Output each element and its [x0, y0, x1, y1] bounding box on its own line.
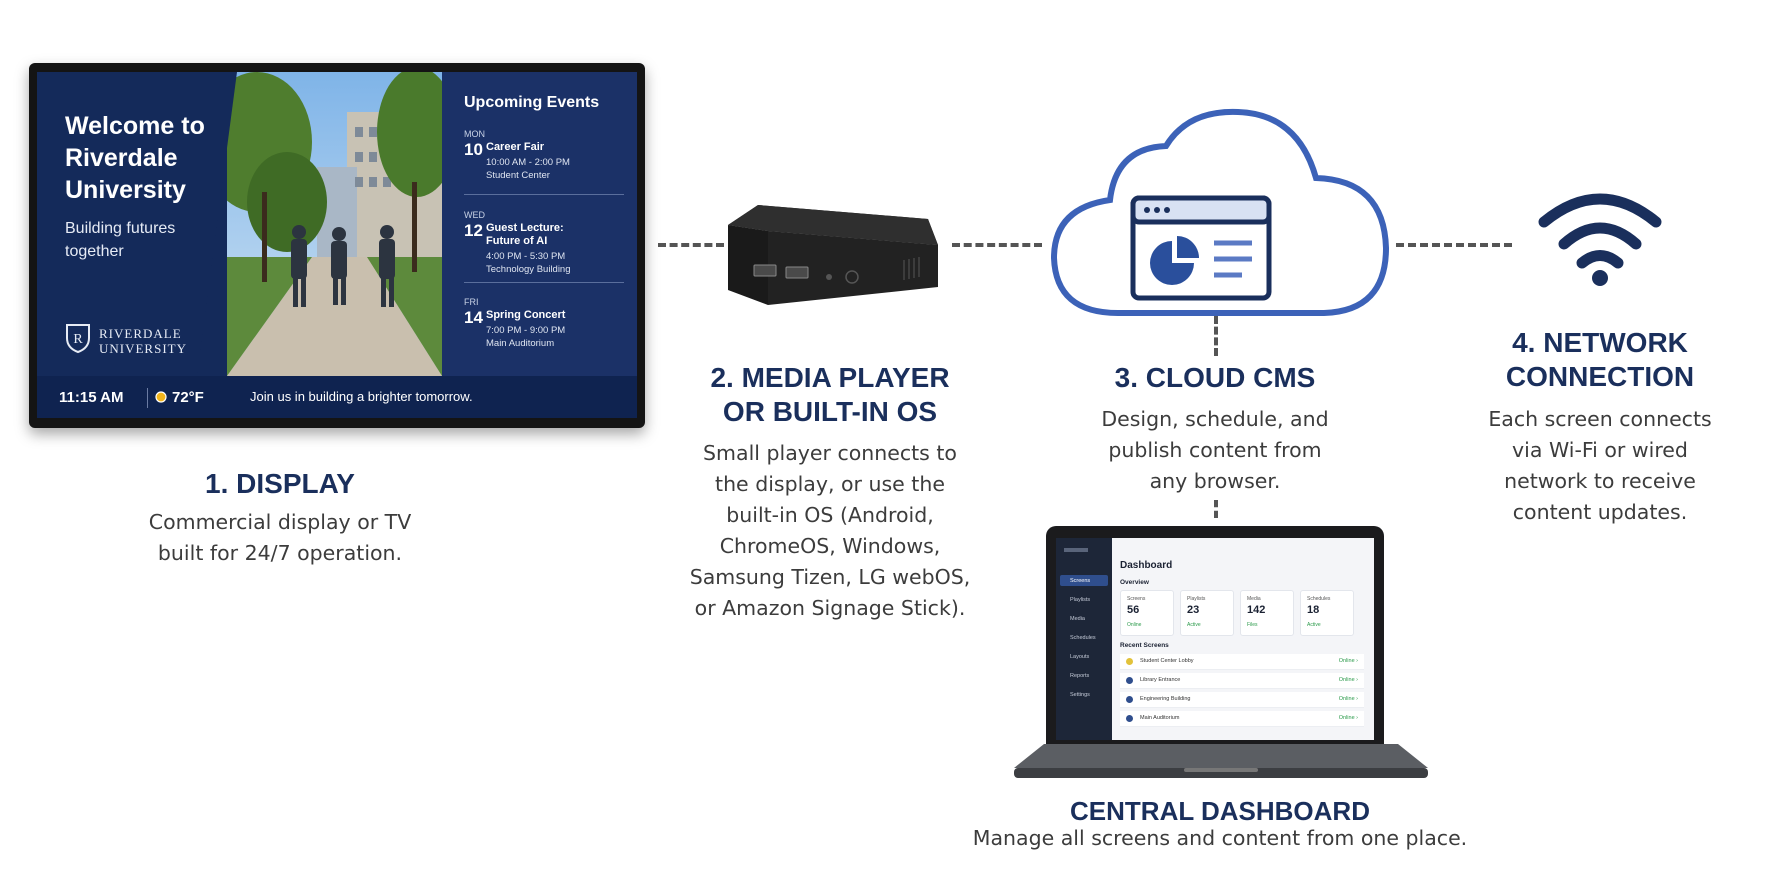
central-dashboard-description: Manage all screens and content from one … — [972, 826, 1468, 850]
overview-heading: Overview — [1120, 579, 1149, 586]
tv-bottom-bar: 11:15 AM 72°F Join us in building a brig… — [37, 376, 637, 418]
sidebar-item-screens[interactable]: Screens — [1070, 578, 1091, 584]
laptop-base — [1014, 744, 1428, 778]
display-description: Commercial display or TV built for 24/7 … — [148, 510, 412, 565]
event-divider — [464, 194, 624, 195]
cloud-cms-title: 3. CLOUD CMS — [1114, 362, 1316, 393]
stat-card[interactable]: Screens 56 Online — [1120, 590, 1174, 636]
tv-temperature: 72°F — [172, 389, 204, 406]
table-row[interactable]: Main Auditorium Online › — [1120, 711, 1364, 727]
wifi-icon — [1538, 193, 1662, 286]
pie-chart-icon — [1130, 195, 1272, 301]
sidebar-logo — [1064, 548, 1088, 552]
screen-thumb-icon — [1126, 715, 1133, 722]
campus-photo — [227, 72, 442, 376]
stat-card[interactable]: Schedules 18 Active — [1300, 590, 1354, 636]
svg-text:R: R — [73, 332, 83, 347]
sidebar-item-schedules[interactable]: Schedules — [1070, 635, 1096, 641]
shield-icon: R — [66, 324, 90, 354]
events-panel: Upcoming Events MON 10 Career Fair 10:00… — [442, 72, 637, 376]
event-item: MON 10 Career Fair 10:00 AM - 2:00 PM St… — [464, 129, 570, 181]
table-row[interactable]: Engineering Building Online › — [1120, 692, 1364, 708]
stat-card[interactable]: Media 142 Files — [1240, 590, 1294, 636]
laptop-icon: Screens Playlists Media Schedules Layout… — [1014, 522, 1428, 784]
screen-thumb-icon — [1126, 677, 1133, 684]
connector-player-cloud — [952, 243, 1042, 247]
sidebar-active-highlight — [1060, 575, 1108, 586]
sidebar-item-playlists[interactable]: Playlists — [1070, 597, 1091, 603]
sidebar-item-reports[interactable]: Reports — [1070, 673, 1090, 679]
network-description: Each screen connects via Wi-Fi or wired … — [1488, 407, 1712, 524]
connector-cloud-dashboard — [1214, 500, 1218, 518]
screen-thumb-icon — [1126, 696, 1133, 703]
screen-thumb-icon — [1126, 658, 1133, 665]
table-row[interactable]: Library Entrance Online › — [1120, 673, 1364, 689]
sidebar-item-media[interactable]: Media — [1070, 616, 1085, 622]
connector-cloud-network — [1396, 243, 1512, 247]
tv-message: Join us in building a brighter tomorrow. — [250, 389, 473, 404]
divider — [147, 388, 148, 408]
network-title: 4. NETWORK CONNECTION — [1505, 327, 1695, 392]
event-item: WED 12 Guest Lecture: Future of AI 4:00 … — [464, 210, 571, 275]
tv-screen: Welcome to Riverdale University Building… — [37, 72, 637, 418]
table-row[interactable]: Student Center Lobby Online › — [1120, 654, 1364, 670]
dashboard-title: Dashboard — [1120, 560, 1173, 571]
connector-display-player — [658, 243, 724, 247]
tv-left-panel — [37, 72, 237, 376]
recent-screens-heading: Recent Screens — [1120, 642, 1169, 649]
sidebar-item-settings[interactable]: Settings — [1070, 692, 1090, 698]
media-player-box — [728, 205, 938, 305]
sidebar-item-layouts[interactable]: Layouts — [1070, 654, 1090, 660]
stat-card[interactable]: Playlists 23 Active — [1180, 590, 1234, 636]
central-dashboard-title: CENTRAL DASHBOARD — [1070, 796, 1370, 826]
cloud-cms-description: Design, schedule, and publish content fr… — [1101, 407, 1329, 493]
tv-logo-text: RIVERDALE UNIVERSITY — [99, 326, 187, 356]
tv-clock: 11:15 AM — [59, 389, 124, 406]
tv-display: Welcome to Riverdale University Building… — [29, 63, 645, 428]
laptop-screen: Screens Playlists Media Schedules Layout… — [1056, 538, 1374, 740]
event-divider — [464, 282, 624, 283]
sun-icon — [155, 391, 167, 403]
dashboard-sidebar: Screens Playlists Media Schedules Layout… — [1056, 538, 1112, 740]
media-player-title: 2. MEDIA PLAYER OR BUILT-IN OS — [710, 362, 950, 427]
tv-welcome-title: Welcome to Riverdale University — [65, 112, 205, 204]
connector-cloud-title — [1214, 316, 1218, 356]
media-player-description: Small player connects to the display, or… — [689, 441, 971, 620]
events-title: Upcoming Events — [464, 94, 600, 111]
tv-subtitle: Building futures together — [65, 220, 176, 260]
display-title: 1. DISPLAY — [205, 468, 355, 499]
event-item: FRI 14 Spring Concert 7:00 PM - 9:00 PM … — [464, 297, 566, 349]
